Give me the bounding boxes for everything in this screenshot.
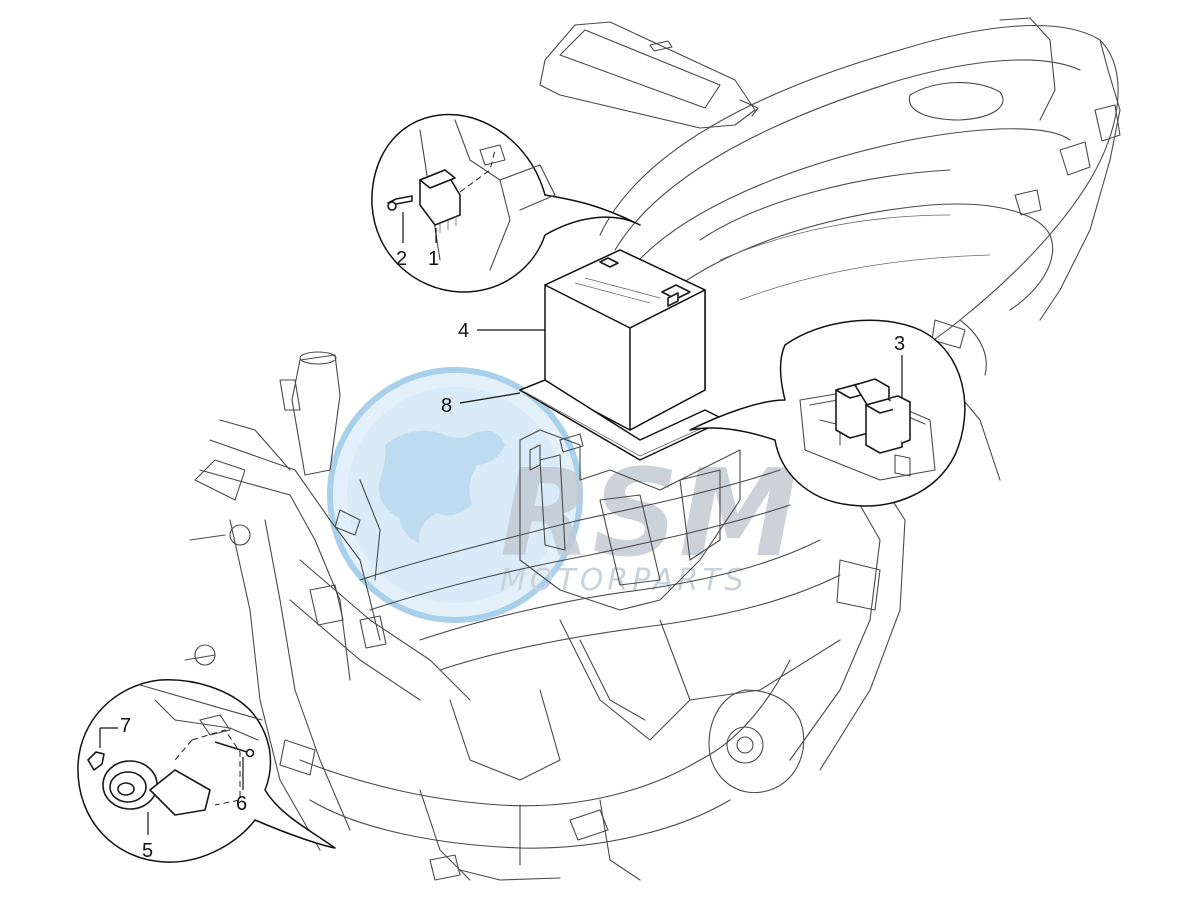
watermark: RSM MOTORPARTS [327, 367, 798, 623]
watermark-caption: MOTORPARTS [500, 563, 748, 598]
detail-bubble-fuses: 3 [689, 319, 966, 507]
callout-4: 4 [458, 320, 469, 342]
helmet-compartment [599, 17, 1121, 411]
battery-callouts: 4 8 [441, 320, 545, 417]
callout-5: 5 [142, 840, 153, 862]
callout-7: 7 [120, 715, 131, 737]
battery-plate [519, 379, 726, 461]
detail-bubble-horn: 6 5 7 [77, 679, 336, 863]
watermark-globe-continents [378, 430, 505, 543]
callout-6: 6 [236, 793, 247, 815]
callout-8: 8 [441, 395, 452, 417]
detail-bubble-relay: 2 1 [371, 113, 641, 293]
battery-cover [539, 21, 759, 129]
callout-2: 2 [396, 248, 407, 270]
watermark-logo: RSM [500, 445, 798, 584]
callout-1: 1 [428, 248, 439, 270]
battery [544, 249, 706, 431]
callout-3: 3 [894, 333, 905, 355]
scooter-frame [184, 351, 1001, 881]
